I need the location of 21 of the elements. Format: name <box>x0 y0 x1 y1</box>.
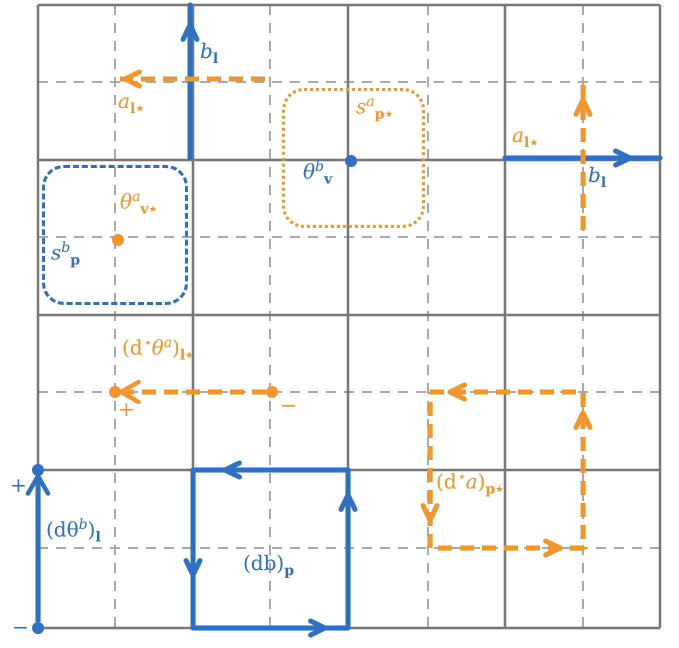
edge-arrow <box>118 380 266 404</box>
math-label: + <box>118 398 135 420</box>
math-label: − <box>280 394 297 416</box>
math-label: b$_{l}$ <box>588 164 606 192</box>
math-label: (d$^{⋆}$a)$_{p⋆}$ <box>436 470 504 498</box>
dotted-region-box <box>282 88 425 228</box>
point-dot <box>109 386 121 398</box>
dashed-region-box <box>42 165 188 305</box>
math-label: b$_{l}$ <box>200 40 218 68</box>
edge-arrow <box>26 474 50 622</box>
math-label: (db)$_{p}$ <box>243 552 294 580</box>
math-label: + <box>10 474 27 496</box>
point-dot <box>345 155 357 167</box>
math-label: − <box>12 616 29 638</box>
edge-label: (dθ$^{b}$)$_{l}$ <box>46 518 101 546</box>
point-dot <box>266 386 278 398</box>
math-label: a$_{l⋆}$ <box>118 90 144 118</box>
math-label: a$_{l⋆}$ <box>512 124 538 152</box>
point-dot <box>112 234 124 246</box>
point-dot <box>32 464 44 476</box>
point-dot <box>32 622 44 634</box>
